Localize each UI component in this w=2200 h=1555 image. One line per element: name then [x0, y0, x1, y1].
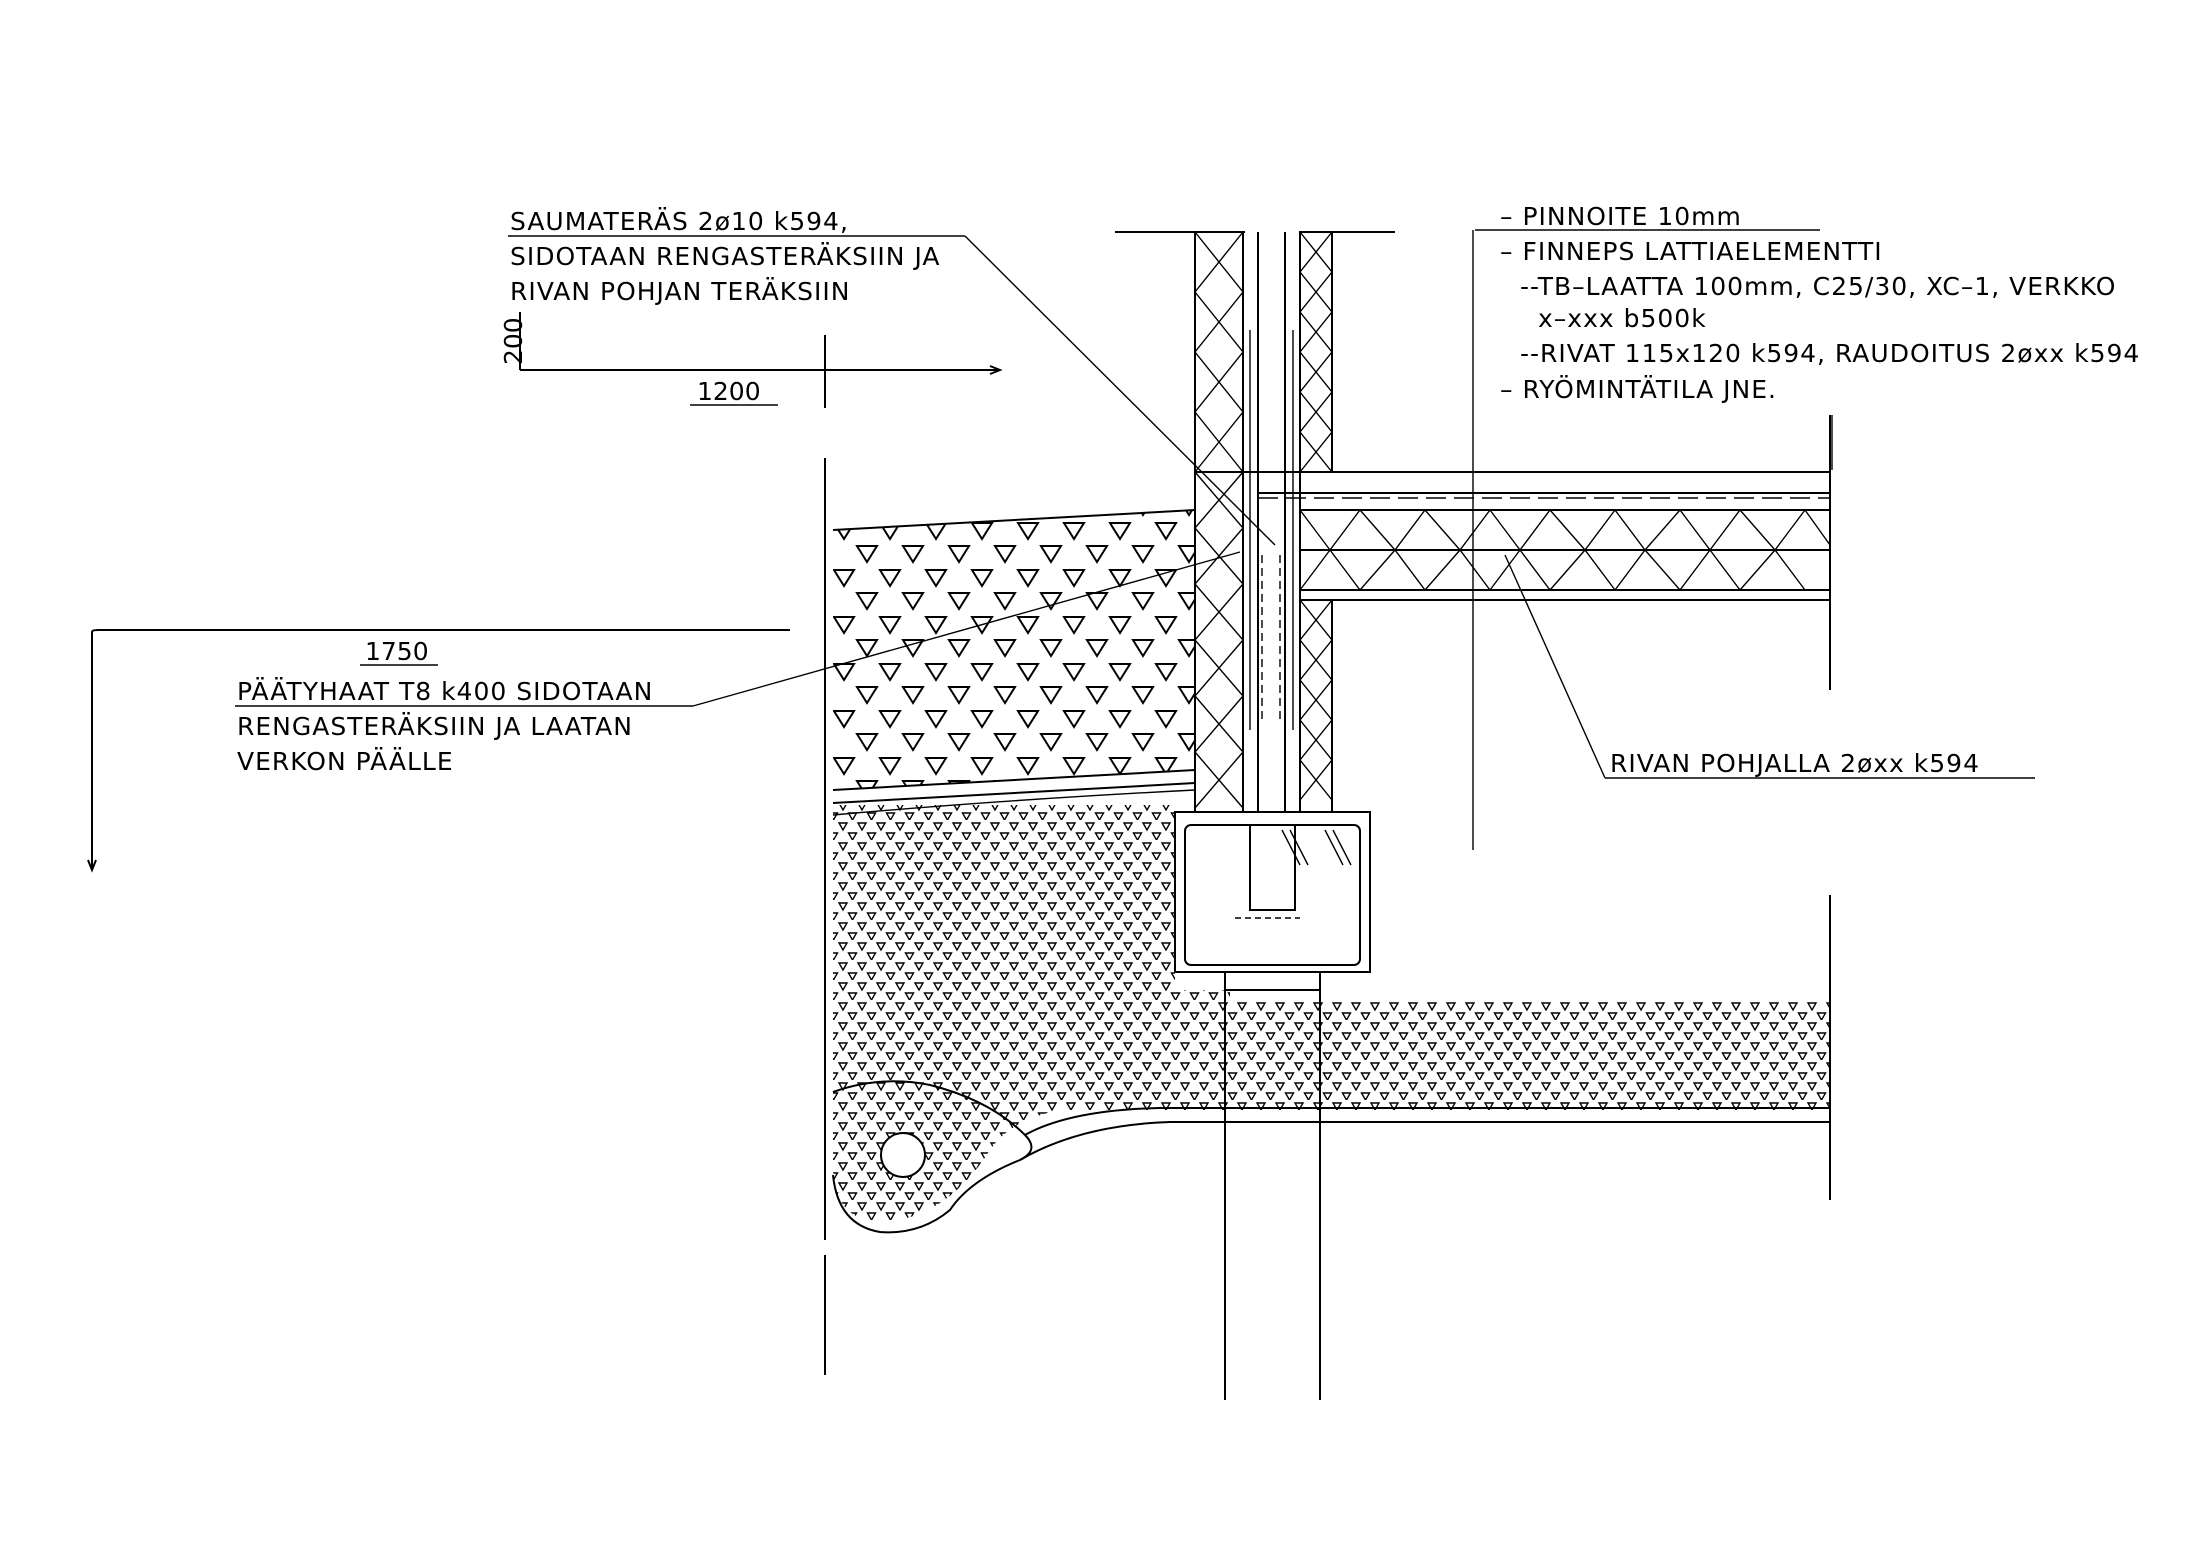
annotation-top-right-line-1: – PINNOITE 10mm — [1500, 202, 1742, 231]
annotation-top-right-line-6: – RYÖMINTÄTILA JNE. — [1500, 375, 1777, 404]
annotation-mid-left-line-2: RENGASTERÄKSIIN JA LAATAN — [237, 712, 633, 741]
annotation-top-right: – PINNOITE 10mm – FINNEPS LATTIAELEMENTT… — [1475, 202, 2140, 404]
annotation-top-right-line-4: x–xxx b500k — [1538, 304, 1707, 333]
dimension-1200: 1200 — [697, 377, 761, 406]
annotation-right: RIVAN POHJALLA 2øxx k594 — [1504, 554, 2035, 779]
dimension-left — [87, 629, 790, 873]
floor-element — [1243, 415, 1831, 1200]
annotation-mid-left: PÄÄTYHAAT T8 k400 SIDOTAAN RENGASTERÄKSI… — [235, 551, 1241, 776]
annotation-right-label: RIVAN POHJALLA 2øxx k594 — [1610, 749, 1980, 778]
dimension-200: 200 — [499, 317, 528, 365]
annotation-top-right-line-3: --TB–LAATTA 100mm, C25/30, XC–1, VERKKO — [1520, 272, 2116, 301]
annotation-mid-left-line-3: VERKON PÄÄLLE — [237, 747, 454, 776]
drain-pipe — [832, 1080, 1830, 1234]
annotation-top-left-line-1: SAUMATERÄS 2ø10 k594, — [510, 207, 849, 236]
annotation-mid-left-line-1: PÄÄTYHAAT T8 k400 SIDOTAAN — [237, 677, 653, 706]
annotation-top-right-line-5: --RIVAT 115x120 k594, RAUDOITUS 2øxx k59… — [1520, 339, 2140, 368]
annotation-top-left: SAUMATERÄS 2ø10 k594, SIDOTAAN RENGASTER… — [508, 207, 1276, 546]
sand-fill — [832, 509, 1196, 816]
foundation — [1174, 811, 1371, 1400]
dimension-1750: 1750 — [365, 637, 429, 666]
crushed-stone-fill — [833, 805, 1830, 1222]
annotation-top-left-line-2: SIDOTAAN RENGASTERÄKSIIN JA — [510, 242, 940, 271]
dimension-top — [519, 312, 1003, 406]
wall-core — [1242, 232, 1301, 812]
annotation-top-right-line-2: – FINNEPS LATTIAELEMENTTI — [1500, 237, 1883, 266]
annotation-top-left-line-3: RIVAN POHJAN TERÄKSIIN — [510, 277, 850, 306]
